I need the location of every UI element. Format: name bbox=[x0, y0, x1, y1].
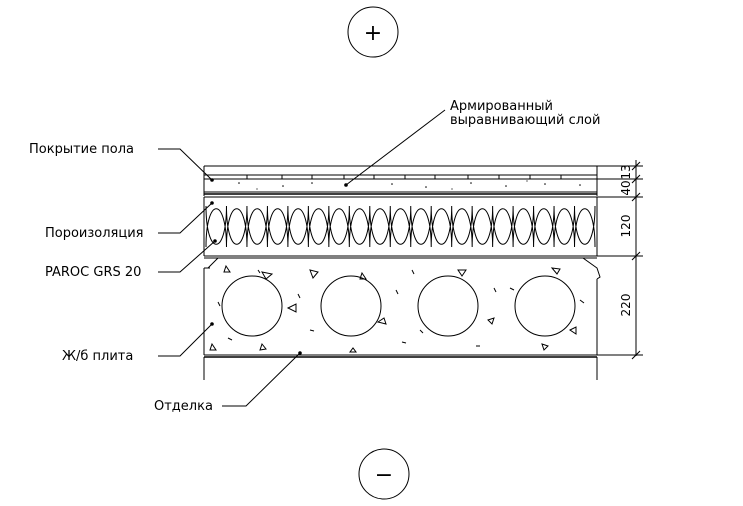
screed-texture bbox=[210, 178, 581, 190]
dimension-220: 220 bbox=[619, 294, 633, 317]
slab-hollow-cores bbox=[221, 275, 576, 337]
top-side-marker: + bbox=[347, 6, 399, 58]
floor-covering-joints bbox=[246, 175, 562, 179]
bottom-side-symbol: − bbox=[375, 463, 393, 488]
concrete-hatch bbox=[209, 264, 585, 353]
top-side-symbol: + bbox=[364, 21, 382, 46]
label-floor-covering: Покрытие пола bbox=[29, 142, 134, 157]
leader-dots bbox=[210, 178, 348, 355]
label-finish: Отделка bbox=[154, 399, 213, 414]
section-layers bbox=[203, 165, 601, 380]
leader-lines bbox=[158, 109, 446, 407]
label-reinforced-screed-line2: выравнивающий слой bbox=[450, 113, 600, 128]
insulation-wave bbox=[205, 205, 596, 248]
dimension-40: 40 bbox=[619, 180, 633, 195]
dimension-13: 13 bbox=[619, 164, 633, 179]
dimension-chain bbox=[597, 160, 643, 360]
bottom-side-marker: − bbox=[358, 448, 410, 500]
label-vapor-barrier: Пороизоляция bbox=[45, 226, 144, 241]
label-slab: Ж/б плита bbox=[62, 349, 133, 364]
label-reinforced-screed-line1: Армированный bbox=[450, 99, 553, 114]
dimension-120: 120 bbox=[619, 215, 633, 238]
label-insulation-product: PAROC GRS 20 bbox=[45, 265, 141, 280]
